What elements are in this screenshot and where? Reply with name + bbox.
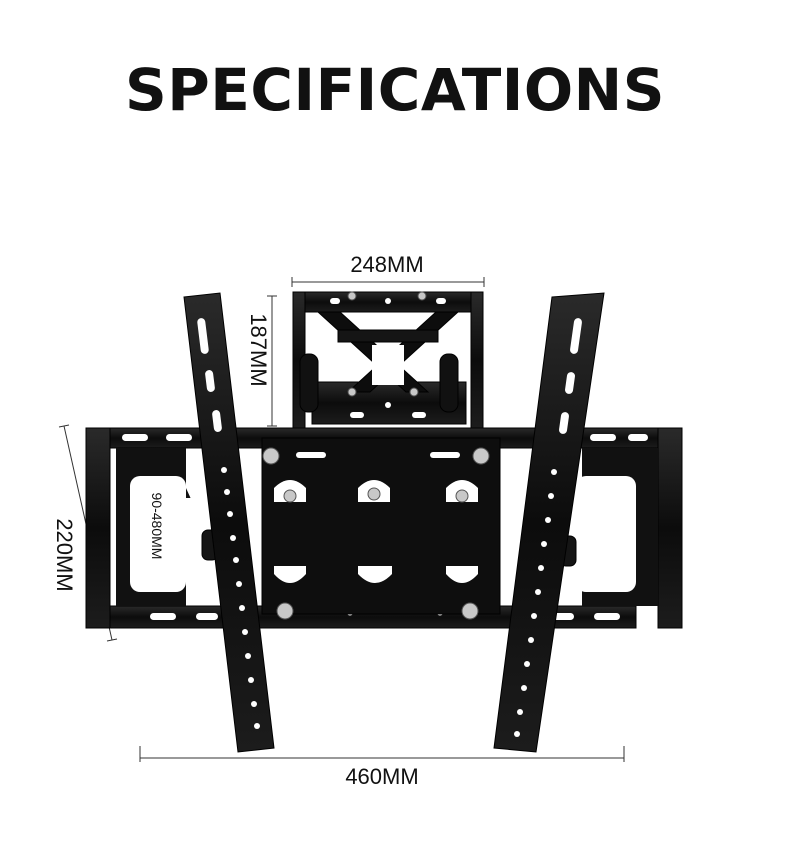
dimension-label-top-height: 187MM [246,313,271,387]
vertical-arm-right-holes [514,318,582,737]
horizontal-frame [85,427,683,629]
wall-plate-screws [347,291,427,397]
dimension-label-top-width: 248MM [350,252,424,277]
dimension-label-adjust-range: 90-480MM [149,492,165,560]
vertical-arm-left [183,292,275,753]
page-title: SPECIFICATIONS [125,56,665,124]
vertical-arm-left-holes [197,318,260,729]
panel-screws [262,447,490,620]
dimension-label-panel-height: 220MM [52,518,77,592]
wall-plate-holes [330,298,446,418]
dimension-label-bottom-width: 460MM [345,764,419,789]
center-mounting-panel [261,437,501,615]
articulating-arms [316,311,460,393]
arm-pivot-posts [299,353,459,413]
